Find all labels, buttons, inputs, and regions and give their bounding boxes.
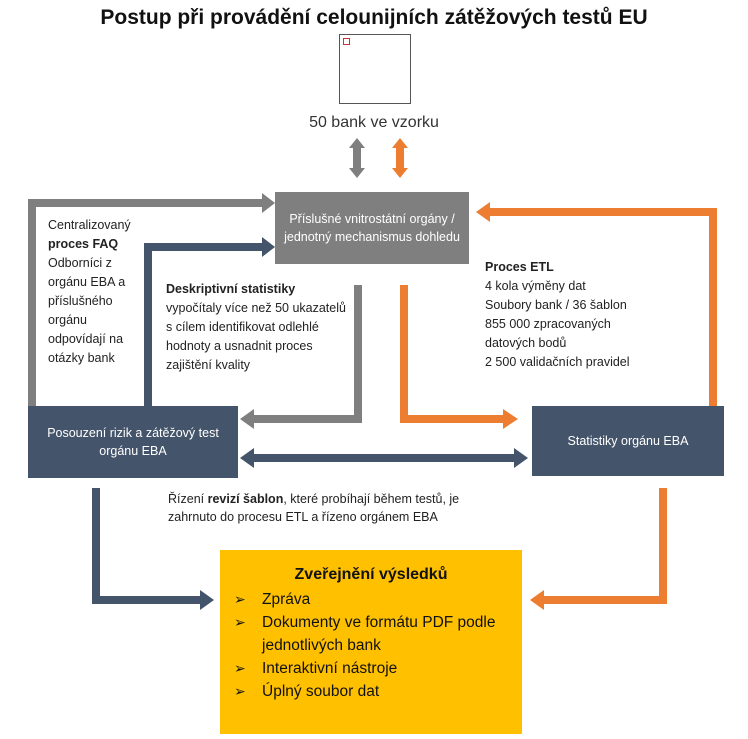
faq-gray-arrow [28,193,275,406]
etl-line: 855 000 zpracovaných datových bodů [485,317,611,350]
descriptive-title: Deskriptivní statistiky [166,282,296,296]
publication-item: Interaktivní nástroje [262,660,398,677]
faq-bold: proces FAQ [48,237,119,251]
etl-title: Proces ETL [485,260,554,274]
publication-item: Zpráva [262,591,311,608]
etl-line: Soubory bank / 36 šablon [485,298,627,312]
etl-line: 2 500 validačních pravidel [485,355,630,369]
descriptive-body: vypočítaly více než 50 ukazatelů s cílem… [166,301,346,372]
note-post: , které probíhají během testů, je zahrnu… [168,492,460,524]
template-revision-note: Řízení revizí šablon, které probíhají bě… [168,490,468,526]
arrow-bullet-icon: ➢ [234,614,246,630]
descriptive-statistics-text: Deskriptivní statistiky vypočítaly více … [166,280,350,375]
risk-statistics-double-arrow [240,448,528,468]
national-to-risk-arrow [240,285,362,429]
sample-label: 50 bank ve vzorku [309,114,439,131]
publication-item: Úplný soubor dat [262,683,380,700]
arrow-bullet-icon: ➢ [234,683,246,699]
publication-item: Dokumenty ve formátu PDF podle jednotliv… [262,614,496,654]
etl-line: 4 kola výměny dat [485,279,586,293]
statistics-to-national-arrow [476,202,717,406]
risk-assessment-label: Posouzení rizik a zátěžový test orgánu E… [47,426,219,458]
list-item: ➢ Dokumenty ve formátu PDF podle jednotli… [234,611,522,657]
publication-list: ➢ Zpráva ➢ Dokumenty ve formátu PDF podle … [220,588,522,703]
publication-title: Zveřejnění výsledků [294,566,448,583]
list-item: ➢ Interaktivní nástroje [234,657,522,680]
risk-to-publication-arrow [92,488,214,610]
eba-statistics-label: Statistiky orgánu EBA [567,434,689,448]
note-pre: Řízení [168,492,208,506]
faq-post: Odborníci z orgánu EBA a příslušného org… [48,256,126,365]
list-item: ➢ Úplný soubor dat [234,680,522,703]
risk-assessment-box: Posouzení rizik a zátěžový test orgánu E… [28,406,238,478]
orange-double-arrow [392,138,408,178]
list-item: ➢ Zpráva [234,588,522,611]
navy-to-national-arrow [144,237,275,406]
gray-double-arrow [349,138,365,178]
broken-image-icon [343,38,350,45]
results-publication-box: Zveřejnění výsledků ➢ Zpráva ➢ Dokumenty v… [220,550,522,734]
etl-process-text: Proces ETL 4 kola výměny dat Soubory ban… [485,258,695,372]
note-bold: revizí šablon [207,492,284,506]
diagram-title: Postup při provádění celounijních zátěžo… [100,6,648,29]
faq-process-text: Centralizovaný proces FAQ Odborníci z or… [48,216,144,368]
statistics-to-publication-arrow [530,488,667,610]
national-authorities-label: Příslušné vnitrostátní orgány / jednotný… [284,212,460,244]
faq-pre: Centralizovaný [48,218,131,232]
national-to-statistics-arrow [400,285,518,429]
national-authorities-box: Příslušné vnitrostátní orgány / jednotný… [275,192,469,264]
broken-image-placeholder [339,34,411,104]
arrow-bullet-icon: ➢ [234,591,246,607]
arrow-bullet-icon: ➢ [234,660,246,676]
eba-statistics-box: Statistiky orgánu EBA [532,406,724,476]
